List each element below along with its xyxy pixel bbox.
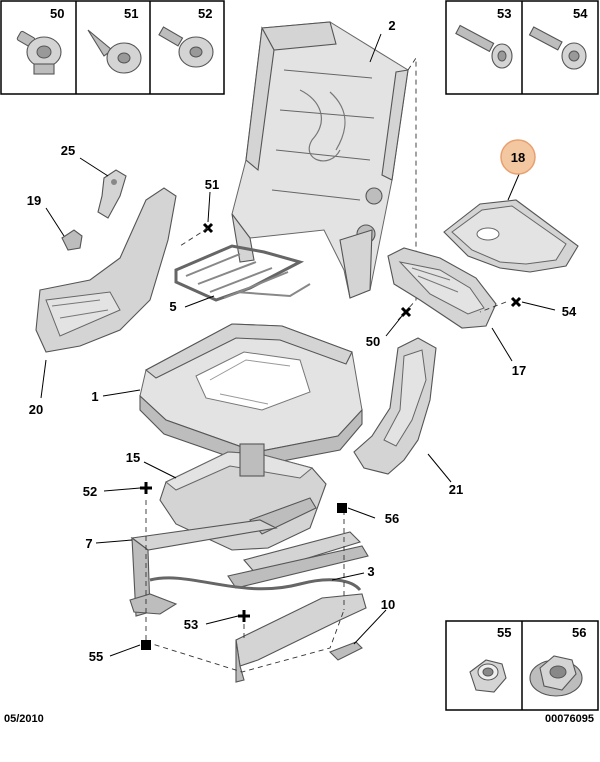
callout-10: 10 <box>381 597 395 612</box>
marker-52-cross-icon <box>140 482 152 494</box>
nut-56-icon <box>529 655 583 697</box>
callout-5: 5 <box>169 299 176 314</box>
callout-52: 52 <box>83 484 97 499</box>
part-15-cushion <box>159 443 327 551</box>
part-10-bracket <box>329 641 363 661</box>
part-25-clip <box>97 169 127 219</box>
callout-25: 25 <box>61 143 75 158</box>
part-base-rails <box>129 593 367 683</box>
part-21-side-cover <box>353 337 437 475</box>
callout-15: 15 <box>126 450 140 465</box>
box-label-50: 50 <box>50 6 64 21</box>
part-1-seat-frame <box>139 323 363 467</box>
marker-55-square-icon <box>141 640 151 650</box>
callout-2: 2 <box>388 18 395 33</box>
callout-18: 18 <box>511 150 525 165</box>
hardware-box-top-left: 50 51 52 <box>0 0 225 95</box>
screw-50-icon <box>16 30 62 75</box>
part-18-pad <box>443 199 579 273</box>
callout-17: 17 <box>512 363 526 378</box>
callout-20: 20 <box>29 402 43 417</box>
callout-51: 51 <box>205 177 219 192</box>
screw-51-icon <box>87 29 142 74</box>
leader-lines <box>40 33 556 657</box>
callout-7: 7 <box>85 536 92 551</box>
callout-55: 55 <box>89 649 103 664</box>
part-3-rail <box>149 531 369 592</box>
callout-56: 56 <box>385 511 399 526</box>
screw-52-icon <box>158 26 214 68</box>
part-20-side-trim <box>35 187 177 353</box>
hardware-box-bottom-right: 55 56 <box>445 620 599 711</box>
callout-3: 3 <box>367 564 374 579</box>
callout-18-highlight: 18 <box>500 139 536 175</box>
callout-53: 53 <box>184 617 198 632</box>
box-label-51: 51 <box>124 6 138 21</box>
part-5-springs <box>174 244 311 302</box>
marker-54-cross-icon <box>510 296 522 308</box>
screw-54-icon <box>528 26 587 70</box>
box-label-54: 54 <box>573 6 588 21</box>
box-label-52: 52 <box>198 6 212 21</box>
marker-53-cross-icon <box>238 610 250 622</box>
footer-reference: 00076095 <box>545 713 594 725</box>
part-19-cap <box>61 229 83 251</box>
box-label-55: 55 <box>497 625 511 640</box>
box-label-53: 53 <box>497 6 511 21</box>
marker-56-square-icon <box>337 503 347 513</box>
callout-21: 21 <box>449 482 463 497</box>
nut-55-icon <box>469 659 507 693</box>
marker-50-cross-icon <box>400 306 412 318</box>
part-17-cover <box>387 247 497 329</box>
callout-19: 19 <box>27 193 41 208</box>
hardware-box-top-right: 53 54 <box>445 0 599 95</box>
callout-1: 1 <box>91 389 98 404</box>
box-label-56: 56 <box>572 625 586 640</box>
seat-back-frame <box>231 21 409 299</box>
callout-50: 50 <box>366 334 380 349</box>
footer-date: 05/2010 <box>4 713 44 725</box>
screw-53-icon <box>455 24 513 69</box>
callout-54: 54 <box>562 304 577 319</box>
